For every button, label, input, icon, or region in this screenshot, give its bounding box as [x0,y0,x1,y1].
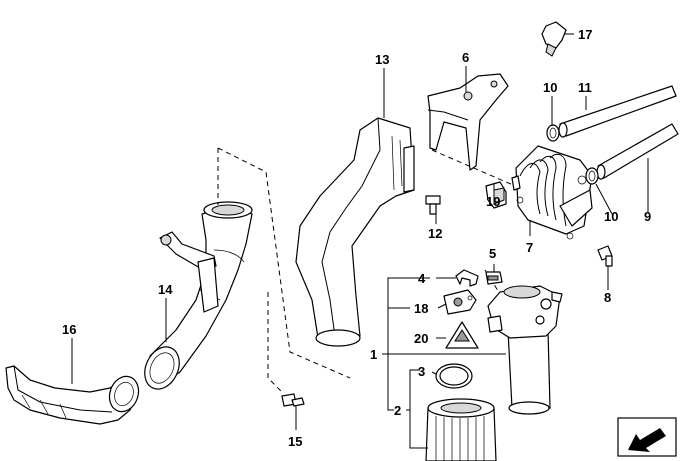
warning-triangle-icon [454,329,470,342]
part-17-clip[interactable] [541,21,567,57]
part-13-upper-duct[interactable] [295,117,415,347]
callout-19[interactable]: 19 [486,194,500,209]
part-3-o-ring[interactable] [435,363,473,389]
part-7-cooler[interactable] [511,145,593,240]
part-15-bolt[interactable] [281,393,305,407]
part-6-bracket[interactable] [427,73,509,171]
part-2-filter-element[interactable] [425,398,497,461]
part-10-clamp-upper[interactable] [546,124,560,142]
part-16-air-guide[interactable] [5,365,143,425]
callout-11[interactable]: 11 [578,80,592,95]
callout-10-upper[interactable]: 10 [543,80,557,95]
callout-3[interactable]: 3 [418,364,425,379]
callout-14[interactable]: 14 [158,282,173,297]
part-19-rubber-mount[interactable] [485,181,507,209]
callout-17[interactable]: 17 [578,27,592,42]
callout-10-lower[interactable]: 10 [604,209,618,224]
part-18-plate[interactable] [443,289,477,315]
callout-5[interactable]: 5 [489,246,496,261]
callout-16[interactable]: 16 [62,322,76,337]
callout-12[interactable]: 12 [428,226,442,241]
part-14-intake-pipe[interactable] [138,201,253,395]
part-11-hose[interactable] [558,85,677,138]
callout-1[interactable]: 1 [370,347,377,362]
callout-7[interactable]: 7 [526,240,533,255]
callout-6[interactable]: 6 [462,50,469,65]
part-12-screw[interactable] [425,195,441,215]
part-4-clip[interactable] [455,269,479,287]
part-1-filter-housing[interactable] [487,285,563,415]
callout-8[interactable]: 8 [604,290,611,305]
direction-arrow-icon [617,417,677,457]
part-9-hose[interactable] [596,123,679,180]
part-20-warning-label[interactable] [445,321,479,349]
callout-4[interactable]: 4 [418,271,426,286]
callout-13[interactable]: 13 [375,52,389,67]
callout-9[interactable]: 9 [644,209,651,224]
callout-15[interactable]: 15 [288,434,302,449]
callout-18[interactable]: 18 [414,301,428,316]
callout-2[interactable]: 2 [394,403,401,418]
part-5-nut[interactable] [485,271,503,285]
part-10-clamp-lower[interactable] [585,167,599,185]
part-8-bolt[interactable] [597,245,613,267]
callout-numbers: 13 6 17 10 11 10 9 19 12 7 5 8 4 18 20 1… [62,27,651,449]
callout-20[interactable]: 20 [414,331,428,346]
leader-lines [71,33,649,449]
